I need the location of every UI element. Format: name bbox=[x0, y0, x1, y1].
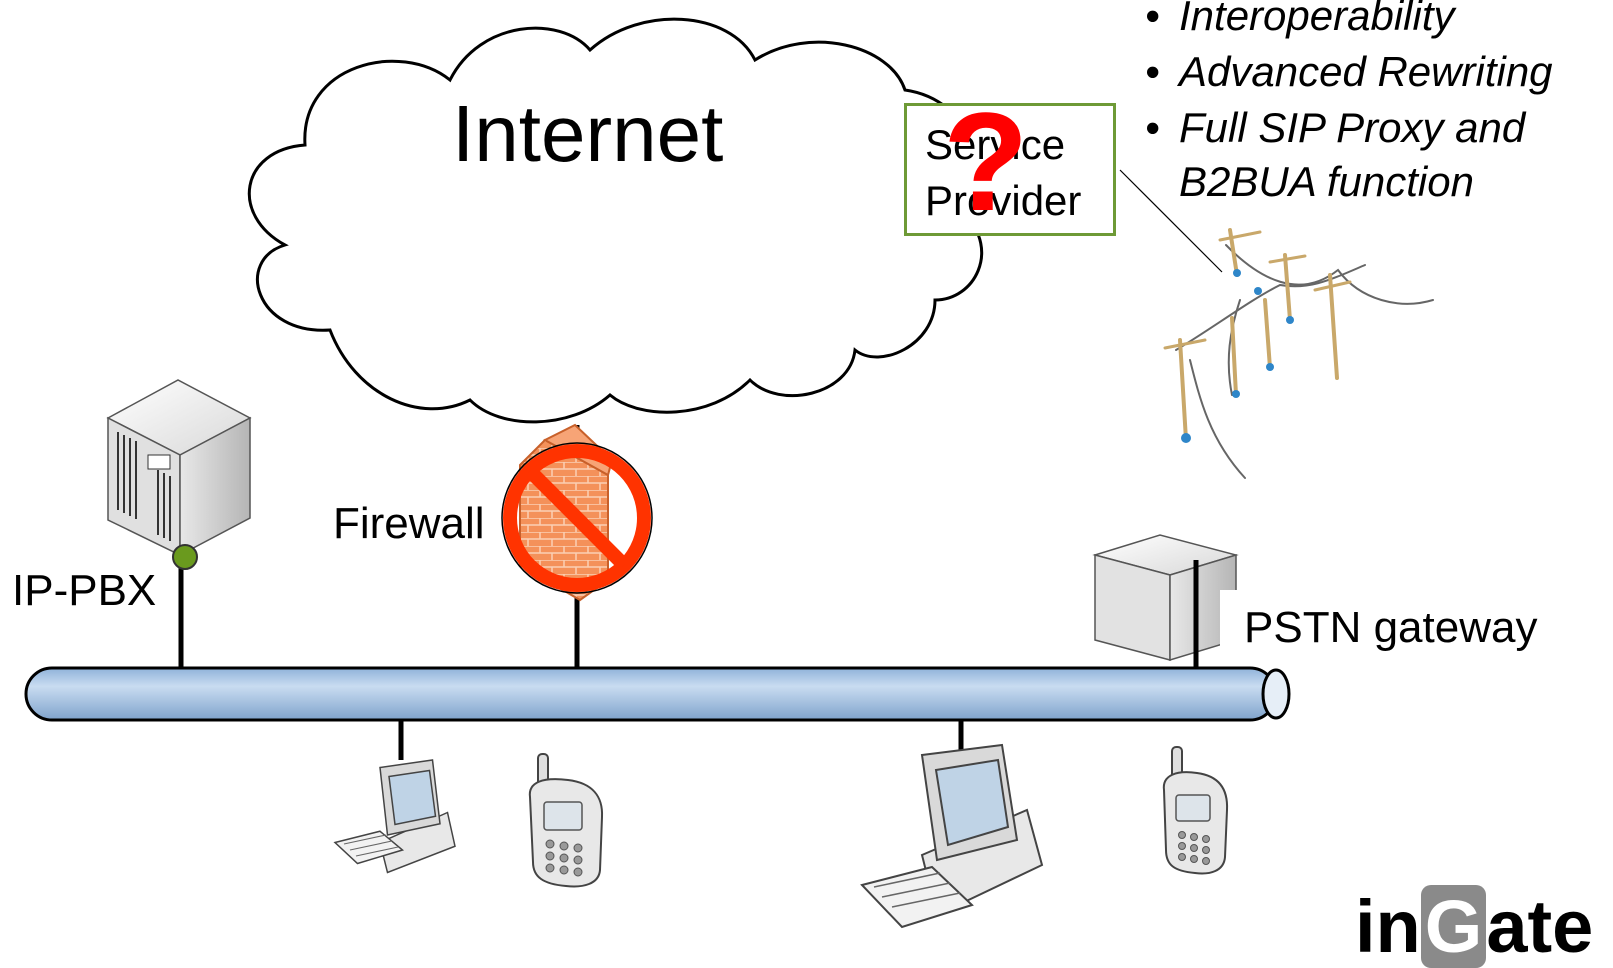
bullet-icon: • bbox=[1145, 0, 1160, 39]
mobile-phone-icon bbox=[528, 753, 604, 888]
logo-text-end: ate bbox=[1486, 885, 1594, 968]
cloud-icon bbox=[247, 17, 984, 424]
ingate-logo: inGate bbox=[1355, 885, 1593, 968]
provider-connector-line bbox=[1119, 169, 1223, 273]
feature-item: • Full SIP Proxy and bbox=[1145, 100, 1553, 156]
gateway-label-backdrop bbox=[1220, 590, 1248, 650]
feature-item: • Advanced Rewriting bbox=[1145, 44, 1553, 100]
desktop-computer-icon bbox=[333, 759, 456, 874]
bullet-icon: • bbox=[1145, 48, 1160, 95]
prohibition-icon bbox=[501, 442, 653, 594]
bullet-icon: • bbox=[1145, 104, 1160, 151]
pstn-gateway-label: PSTN gateway bbox=[1244, 603, 1538, 652]
feature-continuation: B2BUA function bbox=[1179, 158, 1474, 205]
service-provider-label-line1: Service bbox=[925, 121, 1066, 168]
pbx-port-icon bbox=[172, 544, 198, 570]
desktop-computer-icon bbox=[860, 743, 1044, 929]
server-icon bbox=[106, 379, 252, 557]
service-provider-label-line2: Provider bbox=[925, 177, 1082, 224]
cloud-title: Internet bbox=[452, 89, 724, 178]
network-bus bbox=[24, 666, 1291, 722]
feature-item: • Interoperability bbox=[1145, 0, 1553, 44]
logo-text-mid: G bbox=[1420, 885, 1487, 968]
question-mark-icon: ? bbox=[943, 83, 1029, 240]
feature-text: Full SIP Proxy and bbox=[1179, 104, 1526, 151]
power-lines-icon bbox=[1163, 228, 1434, 479]
feature-text: Advanced Rewriting bbox=[1179, 48, 1553, 95]
firewall-label: Firewall bbox=[333, 499, 485, 548]
feature-list: • Interoperability • Advanced Rewriting • F… bbox=[1145, 0, 1553, 156]
service-provider-box bbox=[904, 103, 1116, 236]
logo-text-start: in bbox=[1355, 885, 1421, 968]
ip-pbx-label: IP-PBX bbox=[12, 566, 157, 615]
feature-text: Interoperability bbox=[1179, 0, 1455, 39]
gateway-icon bbox=[1092, 534, 1239, 662]
mobile-phone-icon bbox=[1162, 746, 1229, 875]
